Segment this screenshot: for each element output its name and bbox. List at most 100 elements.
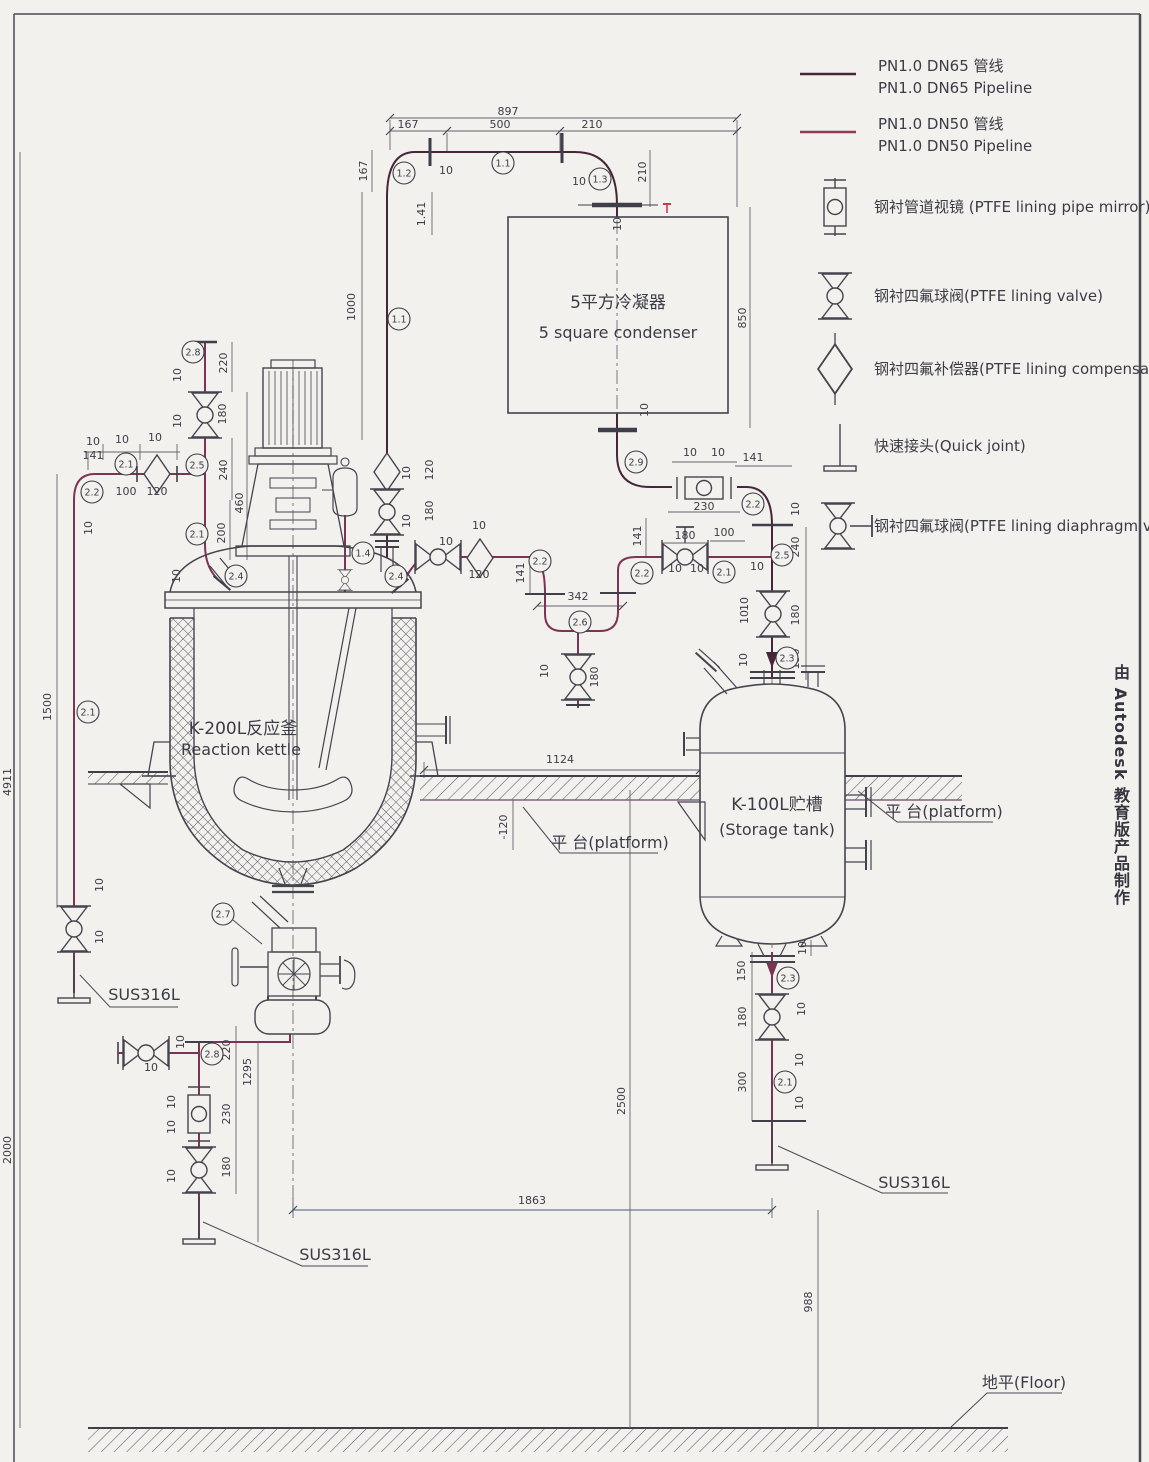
dim-label: 180 — [789, 605, 802, 626]
autodesk-watermark: 由 Autodesk 教育版产品制作 — [1111, 664, 1130, 907]
sheet-border — [13, 13, 1142, 1462]
dim-label: 180 — [216, 404, 229, 425]
dim-label: 10 — [738, 610, 751, 624]
line-tag-label: 2.4 — [228, 572, 243, 583]
legend-label: PN1.0 DN65 管线 — [878, 57, 1004, 75]
line-tag-circle — [712, 560, 736, 584]
line-tag-label: 2.6 — [572, 618, 587, 629]
ball-valve — [369, 488, 405, 536]
dim-label: 10 — [737, 653, 750, 667]
dim-label: 10 — [170, 569, 183, 583]
line-tag-circle — [568, 610, 592, 634]
dim-label: 167 — [398, 118, 419, 131]
dim-label: 10 — [472, 519, 486, 532]
line-tag-label: 1.2 — [396, 169, 411, 180]
dim-label: 10 — [789, 502, 802, 516]
dim-label: 141 — [83, 449, 104, 462]
line-tag-label: 2.5 — [774, 551, 789, 562]
ball-valve — [181, 1146, 217, 1194]
quick-joint — [755, 1122, 789, 1171]
line-tag-circle — [630, 561, 654, 585]
dim-label: 2500 — [615, 1087, 628, 1115]
line-tag-label: 2.4 — [388, 572, 403, 583]
dim-label: 1.41 — [415, 202, 428, 227]
line-tag-label: 1.1 — [391, 315, 406, 326]
dim-label: 120 — [147, 485, 168, 498]
dim-label: 10 — [400, 514, 413, 528]
dim-label: -120 — [497, 815, 510, 840]
dim-label: 500 — [490, 118, 511, 131]
line-tag-label: 2.8 — [204, 1050, 219, 1061]
dim-label: 300 — [736, 1072, 749, 1093]
legend-label: 钢衬四氟球阀(PTFE lining valve) — [874, 287, 1103, 305]
ball-valve — [56, 905, 92, 953]
legend-label: 钢衬四氟补偿器(PTFE lining compensator) — [874, 360, 1149, 378]
line-tag-label: 2.1 — [80, 708, 95, 719]
dim-label: 200 — [215, 523, 228, 544]
dim-label: 120 — [423, 460, 436, 481]
dim-label: 10 — [711, 446, 725, 459]
quick-joint — [57, 955, 91, 1004]
line-tag-label: 2.3 — [780, 974, 795, 985]
dim-label: 10 — [439, 535, 453, 548]
floor-hatch — [88, 1427, 1008, 1452]
pipe-mirror — [676, 476, 732, 500]
dim-label: 1500 — [41, 693, 54, 721]
line-tag-label: 1.4 — [355, 549, 370, 560]
line-tag-circle — [392, 161, 416, 185]
dim-label: 897 — [498, 105, 519, 118]
line-tag-label: 2.3 — [779, 654, 794, 665]
line-tag-label: 2.8 — [185, 348, 200, 359]
dim-label: 10 — [165, 1120, 178, 1134]
legend-pipe-mirror-icon — [823, 179, 847, 235]
line-tag-label: 2.9 — [628, 458, 643, 469]
pipe-mirror — [187, 1086, 211, 1142]
line-tag-circle — [387, 307, 411, 331]
line-tag-circle — [76, 700, 100, 724]
dim-label: 150 — [735, 961, 748, 982]
line-tag-circle — [588, 167, 612, 191]
annotation-label: SUS316L — [108, 985, 180, 1004]
dim-label: 230 — [220, 1104, 233, 1125]
dim-label: 10 — [144, 1061, 158, 1074]
dim-label: 10 — [690, 562, 704, 575]
legend-compensator-icon — [817, 343, 853, 395]
line-tag-label: 2.1 — [189, 530, 204, 541]
dim-label: 10 — [611, 217, 624, 231]
dim-label: 100 — [116, 485, 137, 498]
legend-label: 钢衬管道视镜 (PTFE lining pipe mirror) — [874, 198, 1149, 216]
compensator — [373, 452, 401, 492]
dim-label: 10 — [86, 435, 100, 448]
ball-valve — [754, 993, 790, 1041]
dim-label: 180 — [675, 529, 696, 542]
leader-lines — [79, 790, 1062, 1429]
line-tag-circle — [770, 543, 794, 567]
dim-label: 10 — [439, 164, 453, 177]
line-tag-circle — [185, 522, 209, 546]
dim-label: 141 — [514, 563, 527, 584]
line-tag-label: 1.1 — [495, 159, 510, 170]
platform-main — [420, 775, 962, 801]
dim-label: 220 — [217, 353, 230, 374]
line-tag-circle — [181, 340, 205, 364]
dim-label: 100 — [714, 526, 735, 539]
condenser-label-zh: 5平方冷凝器 — [570, 293, 666, 313]
line-tag-circle — [384, 564, 408, 588]
line-tag-circle — [773, 1070, 797, 1094]
dim-label: 10 — [638, 403, 651, 417]
dim-label: 180 — [588, 667, 601, 688]
inline-symbols — [56, 391, 791, 1245]
dim-label: 230 — [694, 500, 715, 513]
line-tag-circle — [491, 151, 515, 175]
quick-joint — [182, 1196, 216, 1245]
dim-label: 180 — [423, 501, 436, 522]
line-tag-circle — [624, 450, 648, 474]
line-tag-label: 2.1 — [716, 568, 731, 579]
line-tag-label: 2.2 — [532, 557, 547, 568]
dim-label: 10 — [82, 521, 95, 535]
dim-label: 10 — [572, 175, 586, 188]
